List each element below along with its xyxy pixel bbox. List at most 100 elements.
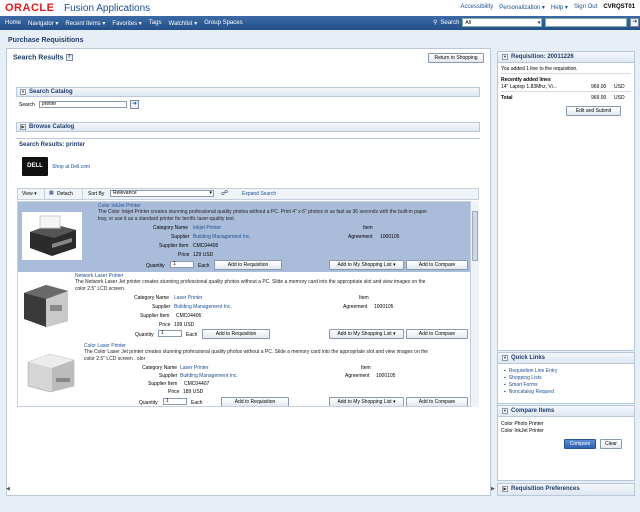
requisition-header[interactable]: ▼Requisition: 20011226 (498, 52, 634, 63)
quantity-label: Quantity (139, 400, 158, 406)
quantity-input[interactable]: 1 (163, 398, 187, 405)
total-currency: USD (614, 95, 625, 101)
splitter-left-icon[interactable]: ◀ (6, 486, 10, 492)
nav-home[interactable]: Home (5, 20, 22, 26)
scrollbar-thumb[interactable] (472, 211, 478, 261)
quick-links-header[interactable]: ▼Quick Links (498, 353, 634, 364)
results-scrollbar[interactable] (470, 201, 479, 407)
search-go-button[interactable]: ➜ (630, 18, 640, 27)
smart-forms-link[interactable]: Smart Forms (504, 382, 538, 388)
total-label: Total (501, 95, 513, 101)
add-to-compare-button[interactable]: Add to Compare (406, 260, 468, 270)
price-value: 189 USD (183, 389, 204, 395)
personalization-menu[interactable]: Personalization ▾ (499, 5, 545, 11)
nav-favorites[interactable]: Favorites ▾ (112, 21, 142, 27)
user-name: CVRQST01 (603, 4, 635, 10)
shop-at-dell-link[interactable]: Shop at Dell.com (52, 164, 91, 170)
supplier-item-label: Supplier Item (159, 243, 189, 249)
nav-group-spaces[interactable]: Group Spaces (204, 20, 243, 26)
category-value[interactable]: Laser Printer (174, 295, 203, 301)
search-catalog-header[interactable]: ▼Search Catalog (16, 87, 480, 97)
app-name: Fusion Applications (64, 3, 151, 14)
supplier-value[interactable]: Building Management Inc. (180, 373, 238, 379)
category-value[interactable]: Laser Printer (180, 365, 209, 371)
compare-items-header[interactable]: ▼Compare Items (498, 406, 634, 417)
global-search-input[interactable] (545, 18, 628, 27)
quantity-input[interactable]: 1 (158, 330, 182, 337)
accessibility-link[interactable]: Accessibility (460, 4, 494, 10)
add-to-requisition-button[interactable]: Add to Requisition (221, 397, 289, 406)
requisition-message: You added 1 line to the requisition. (501, 66, 578, 72)
search-scope-select[interactable]: All▾ (462, 18, 543, 27)
list-item[interactable]: Network Laser Printer The Network Laser … (18, 272, 470, 342)
product-description: The Network Laser Jet printer creates st… (75, 279, 426, 292)
add-to-shopping-list-button[interactable]: Add to My Shopping List ▾ (329, 397, 404, 406)
dell-logo[interactable]: DELL (22, 157, 48, 176)
add-to-compare-button[interactable]: Add to Compare (406, 397, 468, 406)
expand-search-link[interactable]: Expand Search (242, 191, 277, 197)
supplier-value[interactable]: Building Management Inc. (193, 234, 251, 240)
catalog-search-input[interactable]: printer (39, 101, 127, 108)
chevron-down-icon: ▾ (537, 20, 541, 26)
nav-navigator[interactable]: Navigator ▾ (28, 21, 59, 27)
divider (501, 91, 631, 92)
view-menu[interactable]: View ▾ (22, 191, 37, 197)
uom-label: Each (191, 400, 203, 406)
compare-item: Color InkJet Printer (501, 428, 544, 434)
add-to-requisition-button[interactable]: Add to Requisition (214, 260, 282, 270)
nav-watchlist[interactable]: Watchlist ▾ (168, 21, 198, 27)
uom-label: Each (186, 332, 198, 338)
collapse-icon: ▼ (502, 54, 508, 60)
price-value: 199 USD (174, 322, 195, 328)
results-header: Search Results: printer (19, 142, 86, 148)
nav-recent-items[interactable]: Recent Items ▾ (65, 21, 106, 27)
add-to-shopping-list-button[interactable]: Add to My Shopping List ▾ (329, 329, 404, 339)
detach-button[interactable]: Detach (57, 191, 73, 197)
binoculars-icon[interactable]: ☍ (221, 190, 229, 197)
toolbar-separator (44, 189, 45, 199)
detach-icon[interactable]: ▦ (49, 190, 54, 196)
nav-tags[interactable]: Tags (148, 20, 162, 26)
global-search: ⚲ Search All▾ ➜ (433, 18, 640, 27)
add-to-compare-button[interactable]: Add to Compare (406, 329, 468, 339)
price-label: Price (168, 389, 180, 395)
product-name-link[interactable]: Color Laser Printer (84, 343, 126, 349)
oracle-logo: ORACLE (5, 2, 55, 14)
add-to-requisition-button[interactable]: Add to Requisition (202, 329, 270, 339)
noncatalog-request-link[interactable]: Noncatalog Request (504, 389, 554, 395)
agreement-label: Agreement (348, 234, 373, 240)
edit-and-submit-button[interactable]: Edit and Submit (566, 106, 621, 116)
product-name-link[interactable]: Color InkJet Printer (98, 203, 141, 209)
supplier-value[interactable]: Building Management Inc. (174, 304, 232, 310)
list-item[interactable]: Color Laser Printer The Color Laser Jet … (18, 342, 470, 406)
return-to-shopping-button[interactable]: Return to Shopping (428, 53, 484, 63)
splitter-right-icon[interactable]: ▶ (491, 486, 495, 492)
catalog-search-go-button[interactable]: ➜ (130, 100, 139, 109)
page-title: Purchase Requisitions (8, 37, 84, 44)
search-icon: ⚲ (433, 20, 438, 26)
quantity-input[interactable]: 1 (170, 261, 194, 268)
browse-catalog-header[interactable]: ▶Browse Catalog (16, 122, 480, 132)
sort-by-select[interactable]: Relevance▾ (110, 190, 214, 197)
agreement-label: Agreement (345, 373, 370, 379)
help-icon[interactable]: ? (65, 54, 73, 61)
add-to-shopping-list-button[interactable]: Add to My Shopping List ▾ (329, 260, 404, 270)
expand-icon: ▶ (20, 124, 26, 130)
requisition-line-entry-link[interactable]: Requisition Line Entry (504, 368, 558, 374)
requisition-preferences-panel: ▶Requisition Preferences (497, 483, 635, 496)
requisition-preferences-header[interactable]: ▶Requisition Preferences (498, 484, 634, 495)
clear-button[interactable]: Clear (600, 439, 622, 449)
list-item[interactable]: Color InkJet Printer The Color Inkjet Pr… (18, 202, 470, 272)
quantity-label: Quantity (135, 332, 154, 338)
product-name-link[interactable]: Network Laser Printer (75, 273, 124, 279)
compare-button[interactable]: Compare (564, 439, 596, 449)
item-label: Item (363, 225, 373, 231)
agreement-value: 1000105 (374, 304, 394, 310)
toolbar-separator (82, 189, 83, 199)
search-results-heading: Search Results? (13, 54, 73, 62)
shopping-lists-link[interactable]: Shopping Lists (504, 375, 542, 381)
help-menu[interactable]: Help ▾ (550, 5, 568, 11)
category-value[interactable]: Inkjet Printer (193, 225, 222, 231)
sign-out-link[interactable]: Sign Out (573, 4, 598, 10)
total-amount: 969.00 (591, 95, 607, 101)
